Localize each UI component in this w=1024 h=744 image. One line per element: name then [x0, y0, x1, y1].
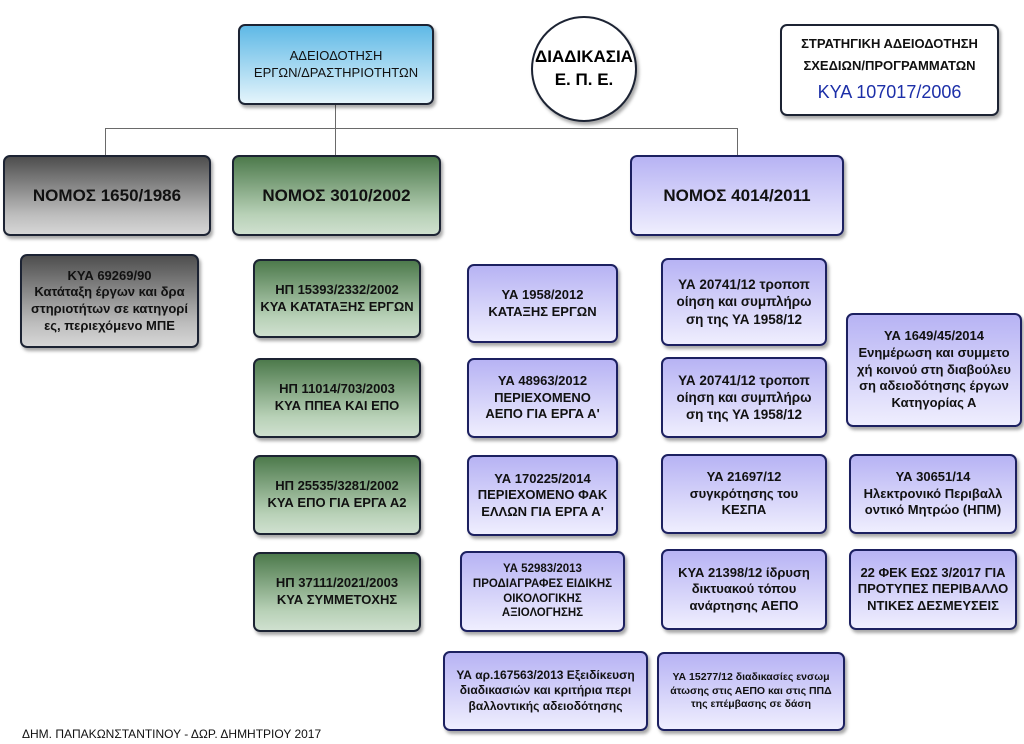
- permitting-projects-line2: ΕΡΓΩΝ/ΔΡΑΣΤΗΡΙΟΤΗΤΩΝ: [253, 64, 419, 80]
- ya-20741b-line3: ση της ΥΑ 1958/12: [685, 407, 803, 423]
- ya-30651-line3: οντικό Μητρώο (ΗΠΜ): [864, 502, 1002, 518]
- process-circle-line2: Ε. Π. Ε.: [554, 70, 614, 89]
- ya-170225-line1: ΥΑ 170225/2014: [494, 470, 591, 486]
- ya-170225-line3: ΕΛΛΩΝ ΓΙΑ ΕΡΓΑ Α': [481, 503, 604, 519]
- ya-52983-line3: ΟΙΚΟΛΟΓΙΚΗΣ: [503, 592, 582, 605]
- hp-11014-line1: ΗΠ 11014/703/2003: [279, 381, 395, 397]
- kya-21398-line3: ανάρτησης ΑΕΠΟ: [689, 597, 799, 613]
- ya-170225-line2: ΠΕΡΙΕΧΟΜΕΝΟ ΦΑΚ: [477, 487, 608, 503]
- connector-vertical-top: [335, 105, 336, 129]
- ya-21697-line3: ΚΕΣΠΑ: [721, 502, 767, 518]
- connector-drop-law1: [105, 128, 106, 155]
- ya-1649-line3: χή κοινού στη διαβούλευ: [857, 361, 1011, 377]
- hp-37111-line2: ΚΥΑ ΣΥΜΜΕΤΟΧΗΣ: [276, 592, 398, 607]
- ya-52983-line1: ΥΑ 52983/2013: [503, 563, 582, 576]
- ya-30651-line2: Ηλεκτρονικό Περιβαλλ: [863, 485, 1003, 501]
- process-circle: ΔΙΑΔΙΚΑΣΙΑ Ε. Π. Ε.: [531, 16, 637, 122]
- ya-167563-line1: ΥΑ αρ.167563/2013 Εξειδίκευση: [456, 667, 635, 682]
- ya-15277-line3: της επέμβασης σε δάση: [690, 698, 811, 711]
- connector-horizontal: [105, 128, 738, 129]
- connector-drop-law2: [335, 128, 336, 155]
- strategic-permitting-box: ΣΤΡΑΤΗΓΙΚΗ ΑΔΕΙΟΔΟΤΗΣΗ ΣΧΕΔΙΩΝ/ΠΡΟΓΡΑΜΜΑ…: [780, 24, 999, 116]
- ya-167563-line2: διαδικασιών και κριτήρια περι: [459, 683, 632, 698]
- ya-21697-line1: ΥΑ 21697/12: [706, 469, 782, 485]
- ya-1649-line2: Ενημέρωση και συμμετο: [858, 345, 1010, 361]
- ya-30651-line1: ΥΑ 30651/14: [895, 469, 971, 485]
- authors-footer: ΔΗΜ. ΠΑΠΑΚΩΝΣΤΑΝΤΙΝΟΥ - ΔΩΡ. ΔΗΜΗΤΡΙΟΥ 2…: [22, 727, 322, 741]
- ya-20741a-line3: ση της ΥΑ 1958/12: [685, 311, 803, 327]
- fek-22-line1: 22 ΦΕΚ ΕΩΣ 3/2017 ΓΙΑ: [860, 564, 1006, 580]
- ya-15277-line2: άτωσης στις ΑΕΠΟ και στις ΠΠΔ: [670, 684, 832, 697]
- ya-21697-line2: συγκρότησης του: [689, 485, 799, 501]
- connector-drop-law3: [737, 128, 738, 155]
- ya-20741b-line1: ΥΑ 20741/12 τροποπ: [678, 372, 810, 388]
- ya-1649-line1: ΥΑ 1649/45/2014: [883, 328, 984, 344]
- kya-21398-line2: δικτυακού τόπου: [691, 581, 797, 597]
- ya-52983-line2: ΠΡΟΔΙΑΓΡΑΦΕΣ ΕΙΔΙΚΗΣ: [472, 577, 613, 590]
- ya-20741b-line2: οίηση και συμπλήρω: [676, 389, 812, 405]
- strategic-line2: ΣΧΕΔΙΩΝ/ΠΡΟΓΡΑΜΜΑΤΩΝ: [803, 58, 976, 74]
- ya-1958-line2: ΚΑΤΑΞΗΣ ΕΡΓΩΝ: [488, 303, 597, 319]
- permitting-projects-line1: ΑΔΕΙΟΔΟΤΗΣΗ: [289, 47, 383, 63]
- hp-25535-line1: ΗΠ 25535/3281/2002: [275, 478, 399, 494]
- kya-69269-box: ΚΥΑ 69269/90 Κατάταξη έργων και δρα στηρ…: [20, 254, 199, 348]
- hp-15393-line1: ΗΠ 15393/2332/2002: [275, 281, 399, 297]
- ya-20741a-line1: ΥΑ 20741/12 τροποπ: [678, 277, 810, 293]
- strategic-line1: ΣΤΡΑΤΗΓΙΚΗ ΑΔΕΙΟΔΟΤΗΣΗ: [801, 35, 978, 51]
- law-1650-box: ΝΟΜΟΣ 1650/1986: [3, 155, 211, 236]
- hp-25535-line2: ΚΥΑ ΕΠΟ ΓΙΑ ΕΡΓΑ Α2: [267, 495, 407, 510]
- process-circle-line1: ΔΙΑΔΙΚΑΣΙΑ: [535, 47, 633, 67]
- kya-69269-line1: ΚΥΑ 69269/90: [67, 267, 152, 283]
- ya-15277-line1: ΥΑ 15277/12 διαδικασίες ενσωμ: [672, 671, 830, 684]
- fek-22-line3: ΝΤΙΚΕΣ ΔΕΣΜΕΥΣΕΙΣ: [867, 597, 999, 613]
- ya-52983-line4: ΑΞΙΟΛΟΓΗΣΗΣ: [501, 607, 584, 620]
- fek-22-line2: ΠΡΟΤΥΠΕΣ ΠΕΡΙΒΑΛΛΟ: [857, 581, 1009, 597]
- hp-15393-line2: ΚΥΑ ΚΑΤΑΤΑΞΗΣ ΕΡΓΩΝ: [260, 298, 414, 314]
- ya-167563-line3: βαλλοντικής αδειοδότησης: [468, 698, 623, 713]
- kya-69269-line2: Κατάταξη έργων και δρα: [34, 284, 185, 300]
- law-4014-label: ΝΟΜΟΣ 4014/2011: [663, 185, 811, 205]
- law-3010-label: ΝΟΜΟΣ 3010/2002: [262, 185, 411, 205]
- kya-69269-line3: στηριοτήτων σε κατηγορί: [31, 301, 188, 316]
- ya-20741a-line2: οίηση και συμπλήρω: [676, 294, 812, 310]
- ya-1958-line1: ΥΑ 1958/2012: [501, 286, 584, 302]
- hp-37111-line1: ΗΠ 37111/2021/2003: [275, 575, 399, 591]
- kya-69269-line4: ες, περιεχόμενο ΜΠΕ: [44, 317, 175, 333]
- ya-48963-line3: ΑΕΠΟ ΓΙΑ ΕΡΓΑ Α': [485, 406, 600, 422]
- ya-48963-line1: ΥΑ 48963/2012: [497, 373, 588, 389]
- kya-21398-line1: ΚΥΑ 21398/12 ίδρυση: [678, 564, 810, 580]
- law-1650-label: ΝΟΜΟΣ 1650/1986: [32, 185, 182, 205]
- hp-11014-line2: ΚΥΑ ΠΠΕΑ ΚΑΙ ΕΠΟ: [274, 398, 400, 413]
- law-3010-box: ΝΟΜΟΣ 3010/2002: [232, 155, 441, 236]
- ya-1649-line4: ση αδειοδότησης έργων: [859, 378, 1009, 394]
- law-4014-box: ΝΟΜΟΣ 4014/2011: [630, 155, 844, 236]
- strategic-kya: ΚΥΑ 107017/2006: [817, 82, 962, 103]
- ya-48963-line2: ΠΕΡΙΕΧΟΜΕΝΟ: [494, 389, 591, 405]
- ya-1649-line5: Κατηγορίας Α: [891, 394, 977, 410]
